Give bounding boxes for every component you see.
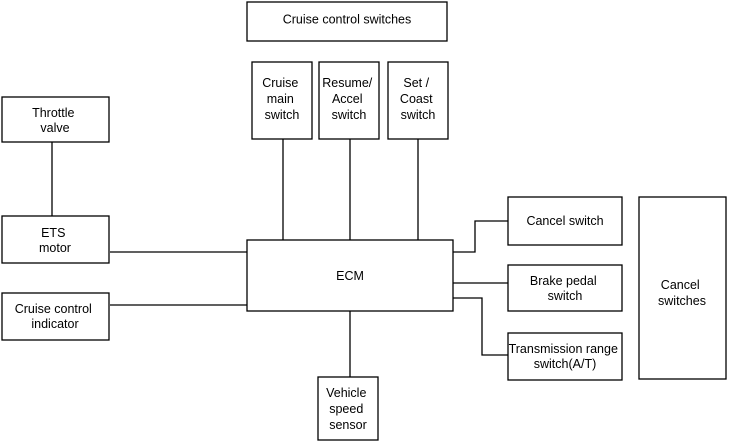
svg-text:Cruise main switch: Cruise main switch — [262, 76, 302, 122]
label-line: Set / — [403, 76, 429, 90]
transmission-range-switch-box: Transmission range switch(A/T) — [507, 332, 623, 381]
svg-text:Throttle valve: Throttle valve — [32, 106, 78, 135]
cruise-control-switches-box: Cruise control switches — [246, 1, 448, 42]
svg-text:Cancel switch: Cancel switch — [526, 214, 603, 228]
label-line: speed — [329, 402, 363, 416]
label-line: switch — [401, 108, 436, 122]
label-line: Cruise control switches — [283, 13, 412, 27]
ecm-box: ECM — [246, 239, 454, 312]
ets-motor-box: ETS motor — [1, 215, 110, 264]
label-line: switch — [332, 108, 367, 122]
wire-ecm-to-cancel-switch — [453, 220, 508, 253]
svg-text:ETS motor: ETS motor — [39, 226, 71, 255]
label-line: switch — [548, 289, 583, 303]
label-line: switch(A/T) — [534, 357, 597, 371]
label-line: indicator — [31, 317, 78, 331]
label-line: Brake pedal — [530, 274, 597, 288]
label-line: motor — [39, 241, 71, 255]
svg-text:ECM: ECM — [336, 269, 364, 283]
cancel-switch-box: Cancel switch — [507, 196, 623, 246]
svg-text:Transmission range switc: Transmission range switch(A/T) — [509, 342, 622, 371]
svg-text:Set / Coast switch: Set / Coast switch — [400, 76, 436, 122]
svg-text:Cruise control indicator: Cruise control indicator — [15, 302, 96, 331]
label-line: ETS — [41, 226, 65, 240]
svg-text:Brake pedal switch: Brake pedal switch — [530, 274, 600, 303]
label-line: Coast — [400, 92, 433, 106]
wire-ecm-to-transmission-switch — [453, 297, 508, 356]
brake-pedal-switch-box: Brake pedal switch — [507, 264, 623, 312]
cancel-switches-box: Cancel switches — [638, 196, 727, 380]
label-line: Cancel switch — [526, 214, 603, 228]
svg-text:Resume/ Accel swit: Resume/ Accel switch — [322, 76, 376, 122]
svg-text:Cancel switches: Cancel switches — [658, 278, 706, 308]
label-line: main — [267, 92, 294, 106]
label-line: Throttle — [32, 106, 74, 120]
label-line: Cancel — [661, 278, 700, 292]
label-line: sensor — [329, 418, 367, 432]
label-line: switch — [265, 108, 300, 122]
label-line: valve — [40, 121, 69, 135]
label-line: switches — [658, 294, 706, 308]
label-line: Cruise control — [15, 302, 92, 316]
vehicle-speed-sensor-box: Vehicle speed sensor — [317, 376, 379, 441]
throttle-valve-box: Throttle valve — [1, 96, 110, 143]
cruise-control-indicator-box: Cruise control indicator — [1, 292, 110, 341]
set-coast-switch-box: Set / Coast switch — [387, 61, 449, 140]
svg-text:Vehicle speed sens: Vehicle speed sensor — [326, 386, 370, 432]
svg-text:Cruise control switches: Cruise control switches — [283, 13, 412, 27]
label-line: Transmission range — [509, 342, 618, 356]
label-line: ECM — [336, 269, 364, 283]
label-line: Cruise — [262, 76, 298, 90]
cruise-main-switch-box: Cruise main switch — [251, 61, 313, 140]
label-line: Vehicle — [326, 386, 366, 400]
resume-accel-switch-box: Resume/ Accel switch — [318, 61, 380, 140]
connection-wires — [51, 139, 508, 377]
label-line: Accel — [332, 92, 363, 106]
label-line: Resume/ — [322, 76, 373, 90]
